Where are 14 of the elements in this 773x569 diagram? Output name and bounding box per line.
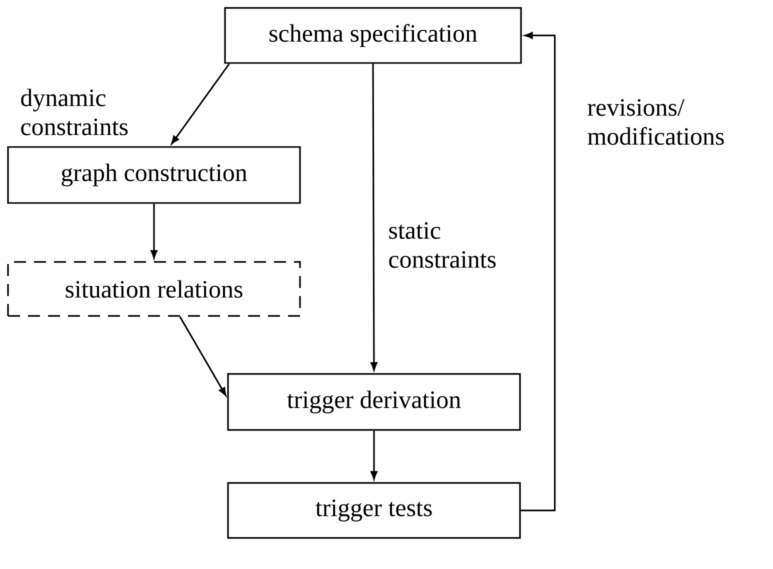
edge-label: dynamic constraints bbox=[21, 88, 128, 136]
arrow bbox=[179, 316, 226, 396]
dashed-box: situation relations bbox=[7, 261, 301, 317]
arrow bbox=[150, 204, 158, 259]
process-box: schema specification bbox=[224, 7, 522, 64]
process-box: trigger tests bbox=[227, 482, 521, 539]
edge-label: revisions/ modifications bbox=[588, 99, 724, 145]
process-box: graph construction bbox=[7, 146, 301, 204]
arrow bbox=[370, 64, 378, 371]
process-box: trigger derivation bbox=[227, 373, 521, 431]
edge-label: static constraints bbox=[389, 222, 496, 268]
arrow bbox=[171, 63, 230, 144]
arrow bbox=[370, 430, 378, 480]
arrow bbox=[520, 32, 556, 512]
